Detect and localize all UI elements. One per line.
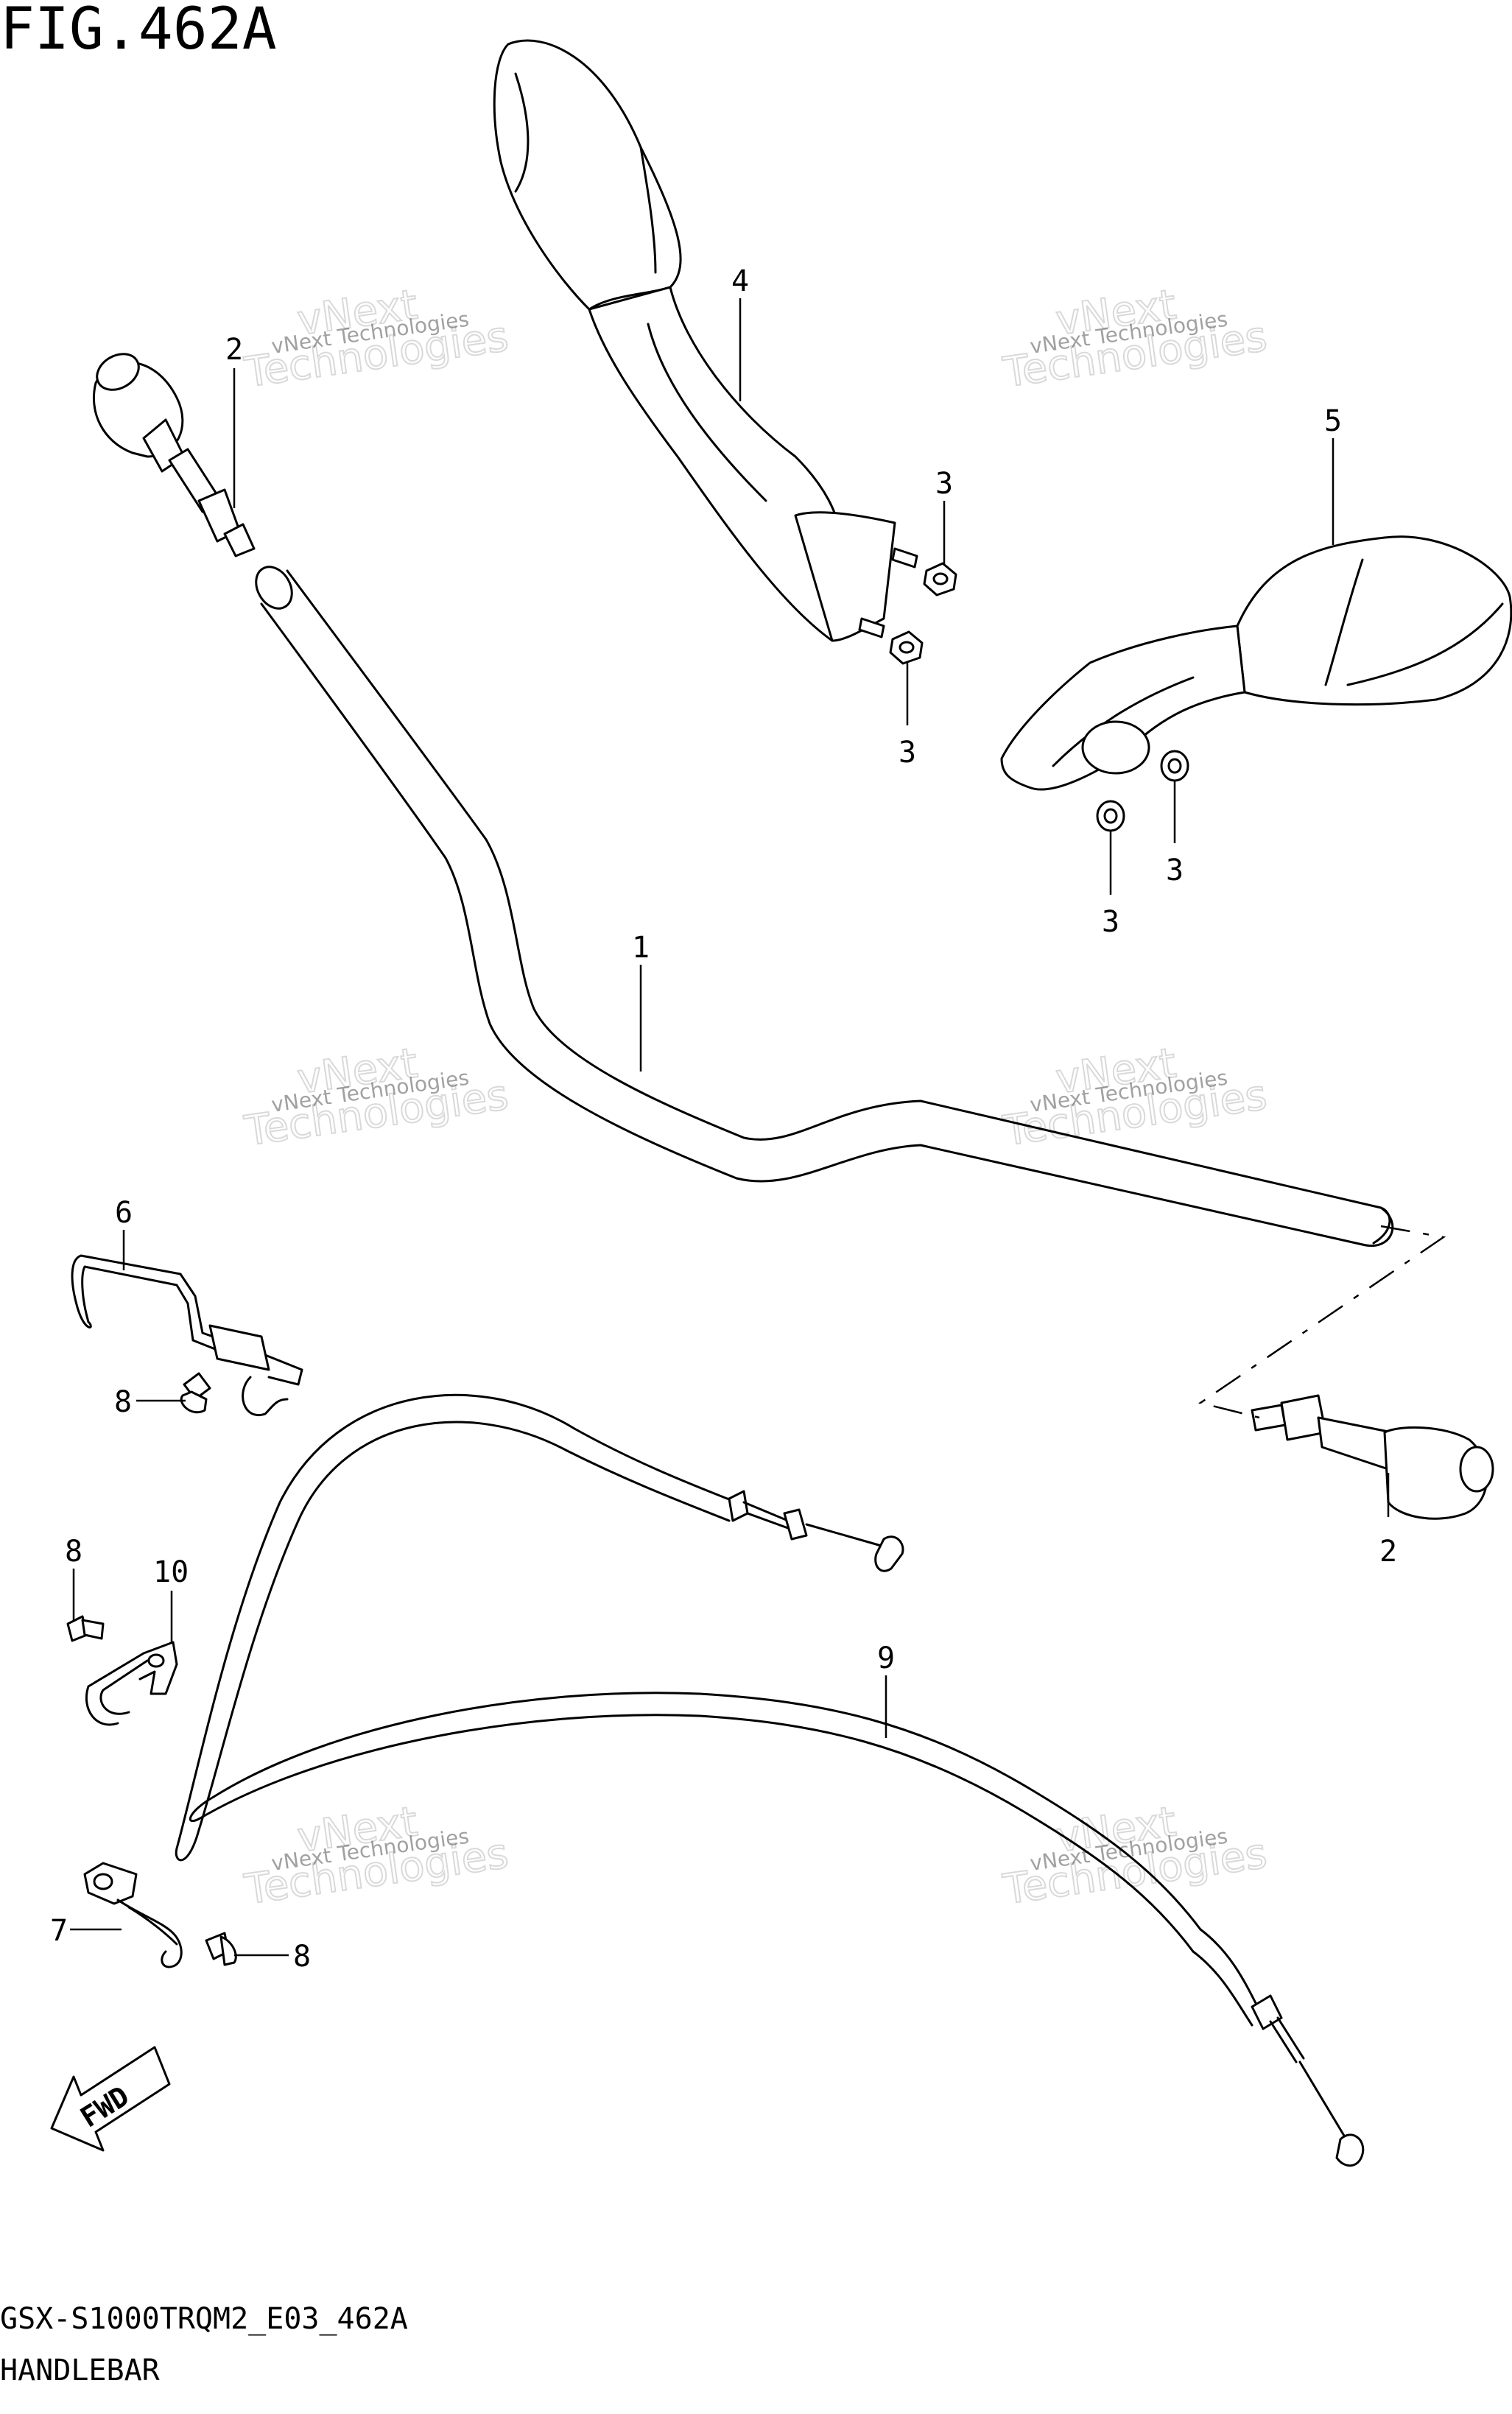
forward-direction-arrow: FWD [50,2046,171,2152]
figure-title: FIG.462A [0,0,277,63]
washer-3c [1160,750,1189,782]
callout-label: 3 [935,467,953,501]
nut-3a [923,562,957,597]
screw-8b [66,1615,105,1642]
watermark-mid-left: Technologies vNext vNext Technologies [241,1038,512,1156]
handlebar-tube [255,566,1394,1248]
washer-3d [1096,800,1125,832]
callout-label: 6 [115,1196,133,1230]
assembly-centerline [1198,1225,1446,1419]
callout-label: 8 [293,1940,311,1974]
callout-label: 5 [1324,404,1342,438]
callout-label: 3 [1166,854,1184,887]
callout-label: 3 [899,736,916,770]
model-code: GSX-S1000TRQM2_E03_462A [0,2302,408,2336]
bar-end-weight-right [1251,1394,1494,1520]
callout-layer: 1 2 2 3 3 3 3 4 5 6 7 8 [50,264,1397,1974]
watermark-bottom-left: Technologies vNext vNext Technologies [241,1797,512,1915]
watermark-mid-right: Technologies vNext vNext Technologies [999,1038,1270,1156]
callout-label: 9 [877,1641,895,1675]
callout-label: 4 [731,264,749,298]
callout-label: 7 [50,1914,68,1948]
callout-label: 10 [153,1555,189,1589]
screw-8c [205,1932,237,1966]
nut-3b [889,630,924,665]
callout-label: 8 [114,1385,132,1419]
watermark-top-right: Technologies vNext vNext Technologies [999,280,1270,398]
mirror-left [493,39,918,642]
watermark-top-left: Technologies vNext vNext Technologies [241,280,512,398]
callout-label: 2 [1379,1535,1397,1569]
callout-label: 8 [65,1535,82,1569]
clamp-7 [83,1862,183,1968]
callout-label: 1 [632,931,650,965]
clamp-bracket-10 [85,1641,178,1726]
watermark-bottom-right: Technologies vNext vNext Technologies [999,1797,1270,1915]
section-name: HANDLEBAR [0,2354,161,2387]
screw-8a [180,1372,211,1413]
bar-end-weight-left [92,353,256,557]
cable-guide-6 [71,1254,303,1417]
throttle-cable-9 [189,1692,1365,2167]
callout-label: 3 [1102,905,1119,939]
mirror-right [1000,535,1512,791]
callout-label: 2 [225,333,243,367]
clutch-cable-upper [175,1393,904,1862]
